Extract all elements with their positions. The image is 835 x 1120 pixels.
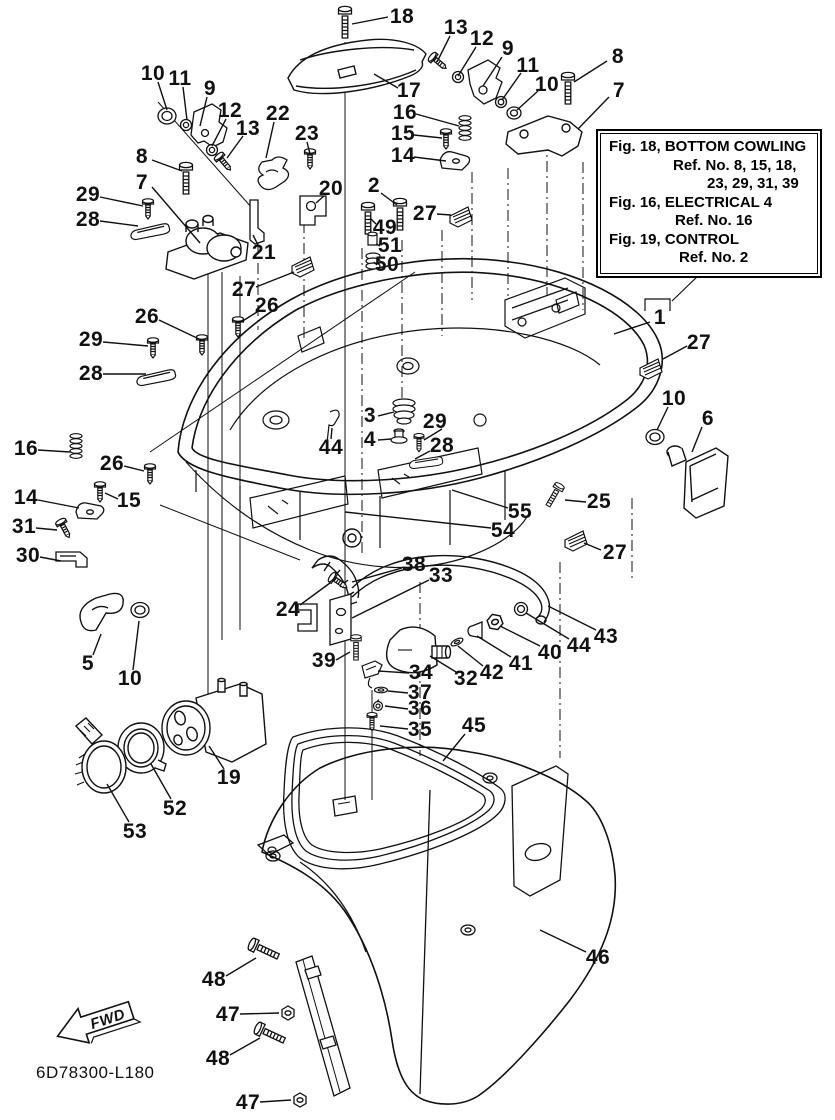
leader-line <box>373 73 399 89</box>
leader-line <box>373 261 378 266</box>
leader-line <box>225 957 257 977</box>
leader-line <box>539 929 587 953</box>
leader-line <box>451 489 509 509</box>
leader-line <box>199 96 208 127</box>
ref-line: 23, 29, 31, 39 <box>707 175 799 192</box>
leader-line <box>442 733 466 762</box>
leader-line <box>457 46 477 77</box>
ref-line: Ref. No. 2 <box>679 249 749 266</box>
leader-line <box>240 311 258 323</box>
leader-line <box>226 135 244 159</box>
leader-line <box>656 406 669 431</box>
leader-line <box>369 217 377 225</box>
leader-line <box>377 438 392 441</box>
leader-line <box>208 745 225 770</box>
leader-line <box>375 243 381 247</box>
leader-line <box>344 511 492 529</box>
leader-line <box>92 633 102 656</box>
leader-line <box>99 220 139 227</box>
leader-line <box>501 72 522 101</box>
leader-line <box>457 645 484 667</box>
figure-reference-box: Fig. 18, BOTTOM COWLING Ref. No. 8, 15, … <box>596 129 822 278</box>
leader-line <box>265 121 275 159</box>
leader-line <box>102 341 149 347</box>
leader-line <box>35 527 58 531</box>
leader-line <box>379 725 409 730</box>
leader-line <box>299 582 331 606</box>
drawing-code: 6D78300-L180 <box>36 1063 155 1082</box>
leader-line <box>315 195 325 204</box>
leader-line <box>547 605 597 631</box>
leader-line <box>436 213 452 216</box>
leader-line <box>132 620 140 671</box>
leader-line <box>387 690 409 694</box>
leader-line <box>564 499 587 503</box>
leader-line <box>413 134 443 139</box>
leader-line <box>429 655 457 673</box>
leader-line <box>413 156 447 162</box>
leader-line <box>151 186 201 244</box>
leader-line <box>499 625 541 647</box>
leader-line <box>104 492 119 500</box>
leader-line <box>229 1037 261 1056</box>
leader-line <box>123 465 145 472</box>
leader-line <box>99 196 144 207</box>
leader-line <box>330 427 333 440</box>
leader-line <box>335 651 351 661</box>
leader-line <box>662 345 688 360</box>
leader-line <box>151 159 183 172</box>
leader-line <box>516 90 539 111</box>
leader-line <box>255 271 295 288</box>
leader-line <box>39 556 62 562</box>
fwd-arrow: FWD <box>56 1000 142 1044</box>
leader-line <box>377 670 410 674</box>
leader-line <box>351 16 389 25</box>
leader-line <box>157 81 168 111</box>
leader-line <box>414 450 431 460</box>
leader-line <box>150 763 172 800</box>
leader-line <box>691 426 703 453</box>
ref-line: Ref. No. 8, 15, 18, <box>673 156 797 174</box>
leader-line <box>37 499 80 509</box>
leader-line <box>377 411 395 417</box>
leader-line <box>525 612 570 640</box>
leader-line <box>351 567 403 583</box>
leader-line <box>577 96 610 130</box>
leader-line <box>211 118 227 147</box>
leader-line <box>436 35 451 63</box>
leader-line <box>613 321 651 335</box>
ref-line: Fig. 19, CONTROL <box>609 230 740 248</box>
leader-line <box>252 234 259 246</box>
leader-line <box>351 579 430 619</box>
leader-line <box>384 705 409 710</box>
leader-line <box>239 1012 280 1015</box>
ref-line: Ref. No. 16 <box>675 212 753 229</box>
leader-line <box>158 319 200 340</box>
leader-line <box>306 141 311 155</box>
leader-line <box>380 192 398 206</box>
leader-line <box>259 1099 292 1103</box>
leader-line <box>476 635 512 658</box>
leader-line <box>423 428 443 441</box>
leader-line <box>573 60 608 83</box>
leader-line <box>106 783 130 823</box>
fwd-label: FWD <box>88 1006 127 1033</box>
leader-line <box>583 542 602 551</box>
leader-line <box>482 56 503 87</box>
figure-reference-inner: Fig. 18, BOTTOM COWLING Ref. No. 8, 15, … <box>600 133 818 274</box>
ref-line: Fig. 18, BOTTOM COWLING <box>609 138 807 155</box>
leader-line <box>182 86 188 121</box>
ref-line: Fig. 16, ELECTRICAL 4 <box>609 193 773 211</box>
leader-line <box>37 449 71 453</box>
leader-line <box>415 113 460 127</box>
